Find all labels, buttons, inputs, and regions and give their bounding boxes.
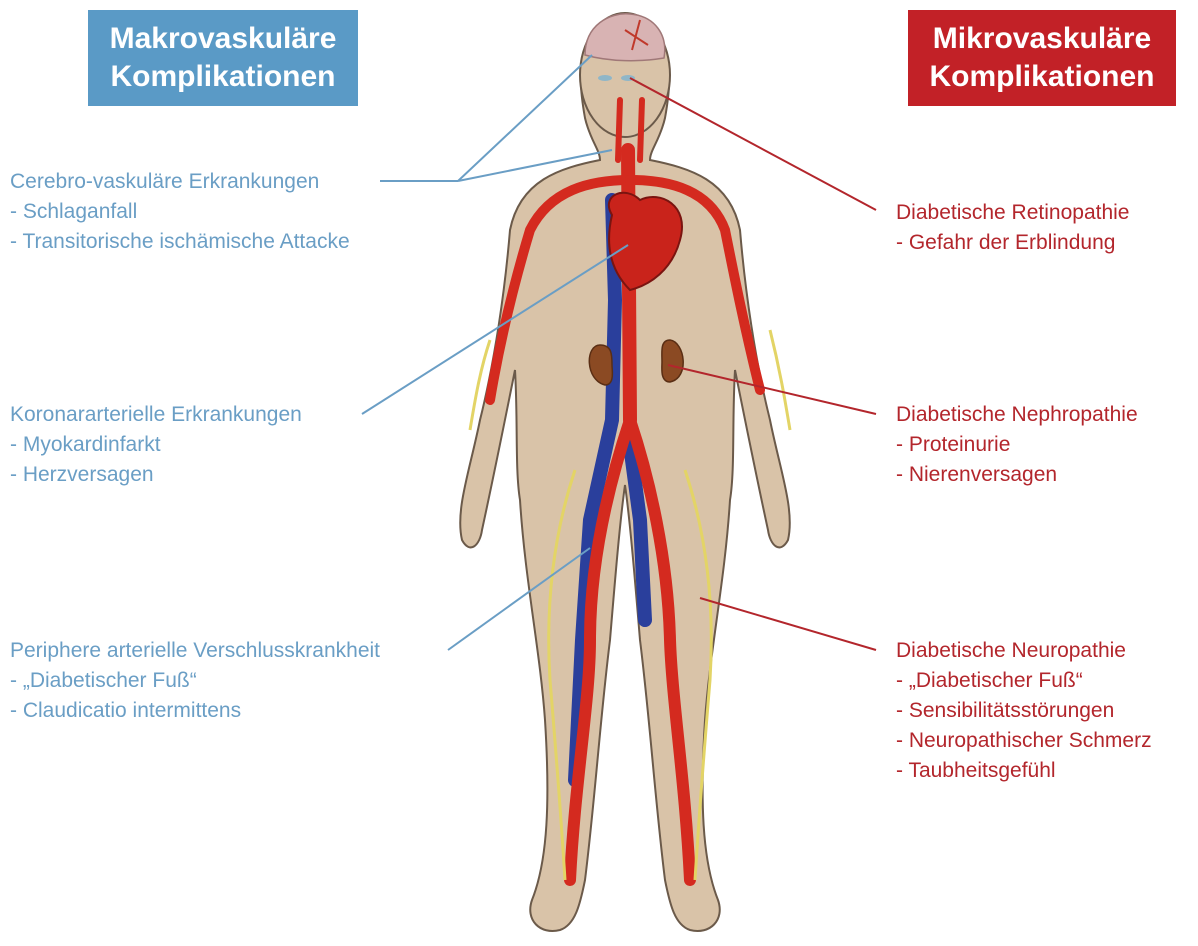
group-item: - Taubheitsgefühl: [896, 756, 1152, 786]
header-right-line1: Mikrovaskuläre: [908, 20, 1176, 58]
macro-group-peripheral: Periphere arterielle Verschlusskrankheit…: [10, 636, 380, 726]
group-item: - Claudicatio intermittens: [10, 696, 380, 726]
group-title: Diabetische Neuropathie: [896, 636, 1152, 666]
group-item: - Nierenversagen: [896, 460, 1138, 490]
group-title: Periphere arterielle Verschlusskrankheit: [10, 636, 380, 666]
macro-group-cerebrovascular: Cerebro-vaskuläre Erkrankungen - Schlaga…: [10, 167, 350, 257]
group-item: - Gefahr der Erblindung: [896, 228, 1129, 258]
group-title: Diabetische Nephropathie: [896, 400, 1138, 430]
micro-group-nephropathy: Diabetische Nephropathie - Proteinurie -…: [896, 400, 1138, 490]
group-title: Cerebro-vaskuläre Erkrankungen: [10, 167, 350, 197]
micro-group-retinopathy: Diabetische Retinopathie - Gefahr der Er…: [896, 198, 1129, 258]
group-item: - Schlaganfall: [10, 197, 350, 227]
header-right-line2: Komplikationen: [908, 58, 1176, 96]
header-left-line2: Komplikationen: [88, 58, 358, 96]
header-left-line1: Makrovaskuläre: [88, 20, 358, 58]
group-item: - Myokardinfarkt: [10, 430, 302, 460]
group-item: - Sensibilitätsstörungen: [896, 696, 1152, 726]
group-item: - Herzversagen: [10, 460, 302, 490]
group-item: - Neuropathischer Schmerz: [896, 726, 1152, 756]
group-title: Koronararterielle Erkrankungen: [10, 400, 302, 430]
header-microvascular: Mikrovaskuläre Komplikationen: [908, 10, 1176, 106]
group-item: - „Diabetischer Fuß“: [896, 666, 1152, 696]
group-title: Diabetische Retinopathie: [896, 198, 1129, 228]
micro-group-neuropathy: Diabetische Neuropathie - „Diabetischer …: [896, 636, 1152, 786]
header-macrovascular: Makrovaskuläre Komplikationen: [88, 10, 358, 106]
group-item: - Transitorische ischämische Attacke: [10, 227, 350, 257]
brain: [585, 14, 665, 61]
eye-left: [598, 75, 612, 81]
macro-group-coronary: Koronararterielle Erkrankungen - Myokard…: [10, 400, 302, 490]
group-item: - „Diabetischer Fuß“: [10, 666, 380, 696]
group-item: - Proteinurie: [896, 430, 1138, 460]
